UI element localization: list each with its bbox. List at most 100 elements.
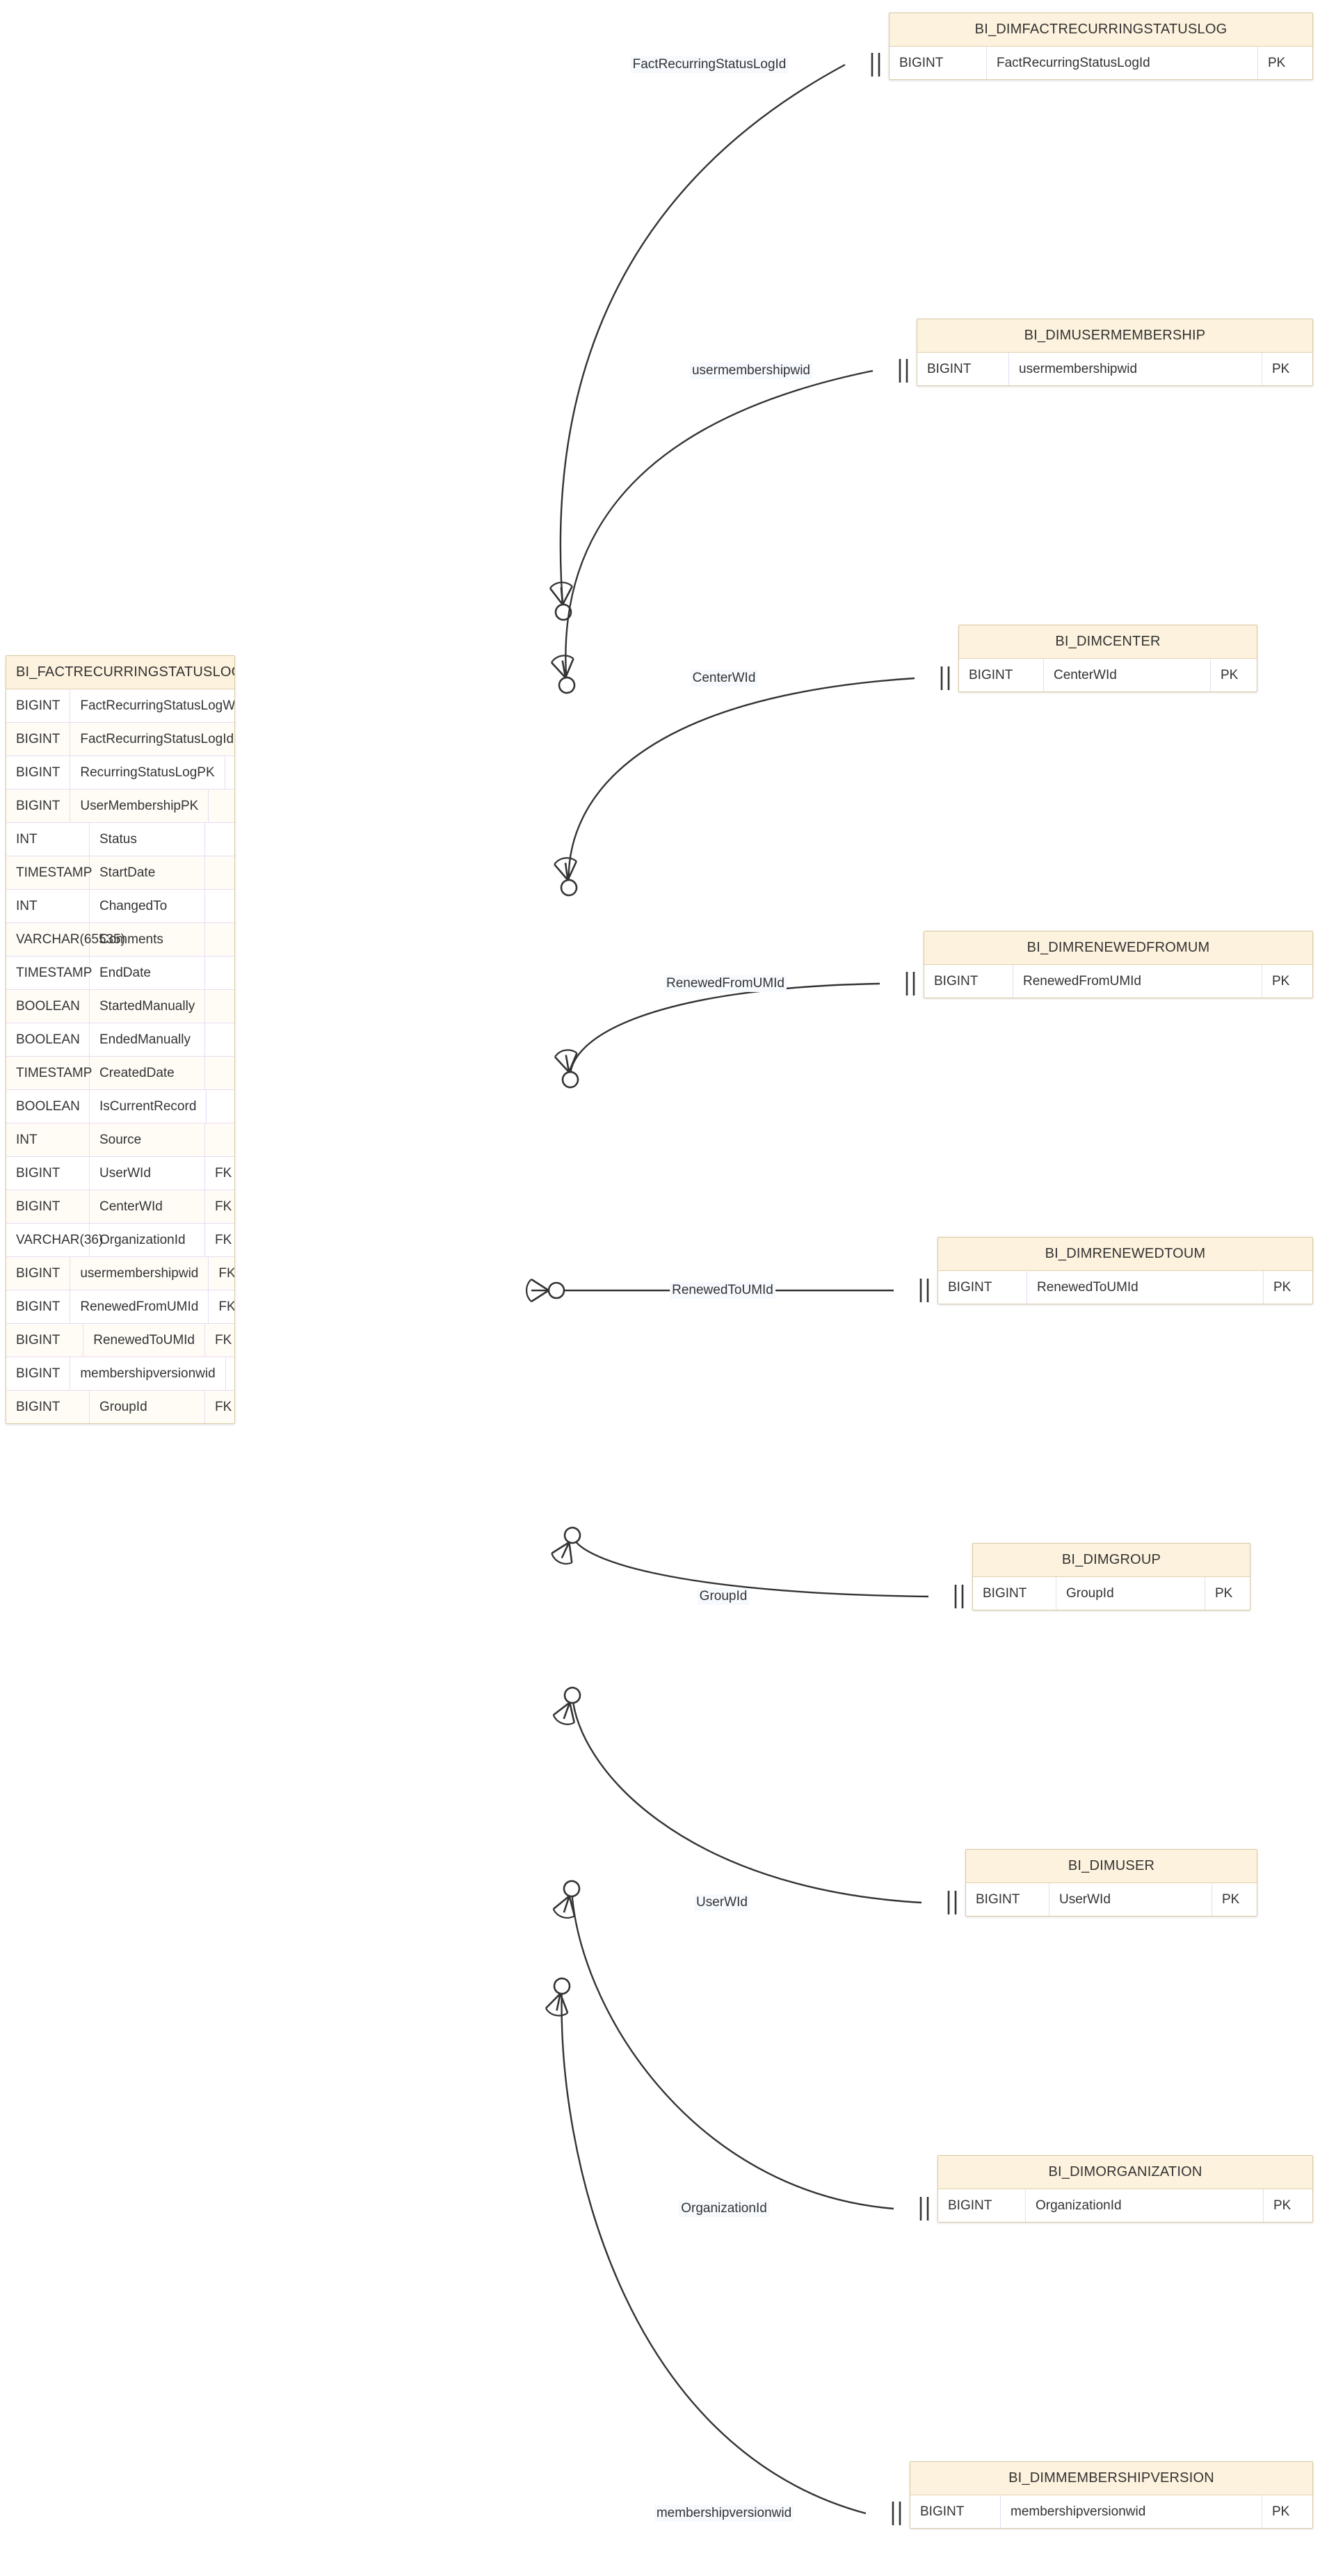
column-name: usermembershipwid <box>1009 353 1262 385</box>
relationship-label: RenewedFromUMId <box>664 975 787 992</box>
column-key <box>205 856 234 889</box>
column-type: BIGINT <box>917 353 1009 385</box>
column-name: FactRecurringStatusLogId <box>987 47 1258 79</box>
crowsfoot-exactly-one-marker <box>919 2197 929 2221</box>
column-type: BIGINT <box>6 756 71 789</box>
column-type: BIGINT <box>973 1577 1056 1610</box>
column-key: FK <box>215 1332 232 1347</box>
column-name: GroupId <box>1056 1577 1205 1610</box>
column-name: StartedManually <box>90 990 206 1023</box>
column-name: Source <box>90 1123 205 1156</box>
column-name: UserWId <box>1049 1883 1212 1916</box>
column-key: FK <box>215 1199 232 1214</box>
relationship-label: CenterWId <box>690 670 758 687</box>
column-name: RenewedFromUMId <box>70 1290 209 1323</box>
column-key: FK <box>215 1232 232 1247</box>
entity-title: BI_DIMUSERMEMBERSHIP <box>917 319 1312 353</box>
column-key <box>205 890 234 922</box>
column-key: PK <box>1272 2504 1290 2519</box>
column-key: PK <box>1221 667 1239 682</box>
entity-title: BI_DIMORGANIZATION <box>938 2156 1312 2189</box>
column-type: TIMESTAMP <box>6 856 92 889</box>
column-name: Comments <box>90 923 205 956</box>
column-type: BIGINT <box>6 689 71 722</box>
column-name: StartDate <box>90 856 205 889</box>
relationship-label: UserWId <box>694 1894 750 1911</box>
entity-title: BI_DIMUSER <box>966 1850 1257 1883</box>
column-type: BIGINT <box>6 1190 90 1223</box>
column-name: CreatedDate <box>90 1057 205 1089</box>
column-type: BIGINT <box>6 1257 71 1290</box>
column-key <box>207 1090 234 1123</box>
relationship-label: GroupId <box>697 1588 750 1605</box>
column-type: BOOLEAN <box>6 1023 90 1056</box>
table-row: BIGINTFactRecurringStatusLogWIDPK <box>6 689 234 722</box>
column-name: EndedManually <box>90 1023 205 1056</box>
column-key: PK <box>1273 1279 1291 1295</box>
entity-title: BI_FACTRECURRINGSTATUSLOG <box>6 656 234 689</box>
column-type: BIGINT <box>890 47 987 79</box>
column-key: FK <box>218 1299 235 1314</box>
connector-line <box>570 1888 894 2210</box>
column-type: BIGINT <box>6 1357 71 1390</box>
column-name: membershipversionwid <box>1001 2495 1262 2528</box>
column-type: BIGINT <box>6 1157 90 1190</box>
crowsfoot-zero-or-many-marker <box>552 1880 581 1919</box>
crowsfoot-exactly-one-marker <box>892 2502 901 2525</box>
column-name: RenewedToUMId <box>83 1324 205 1357</box>
crowsfoot-exactly-one-marker <box>871 53 880 77</box>
column-key <box>205 1057 234 1089</box>
column-key <box>205 990 234 1023</box>
relationship-connector <box>545 1977 901 2525</box>
column-name: OrganizationId <box>1026 2189 1264 2222</box>
column-type: INT <box>6 1123 90 1156</box>
relationship-label: RenewedToUMId <box>670 1282 775 1299</box>
column-type: BOOLEAN <box>6 990 90 1023</box>
crowsfoot-zero-or-many-marker <box>549 582 573 621</box>
column-type: VARCHAR(65535) <box>6 923 125 956</box>
crowsfoot-zero-or-many-marker <box>551 1526 581 1565</box>
relationship-label: usermembershipwid <box>689 362 813 379</box>
crowsfoot-zero-or-many-marker <box>551 655 576 694</box>
entity-title: BI_DIMCENTER <box>959 625 1257 659</box>
entity-title: BI_DIMGROUP <box>973 1544 1250 1577</box>
crowsfoot-exactly-one-marker <box>947 1891 957 1914</box>
column-type: BIGINT <box>924 965 1013 998</box>
crowsfoot-exactly-one-marker <box>940 666 950 690</box>
table-row: BIGINTmembershipversionwidFK <box>6 1357 234 1390</box>
crowsfoot-exactly-one-marker <box>899 359 908 383</box>
relationship-connector <box>549 53 880 621</box>
column-type: BIGINT <box>966 1883 1049 1916</box>
column-key: PK <box>1268 55 1286 70</box>
crowsfoot-exactly-one-marker <box>954 1585 964 1608</box>
column-type: TIMESTAMP <box>6 1057 92 1089</box>
entity-title: BI_DIMFACTRECURRINGSTATUSLOG <box>890 13 1312 47</box>
column-name: usermembershipwid <box>70 1257 209 1290</box>
column-name: FactRecurringStatusLogWID <box>70 689 234 722</box>
connector-line <box>559 63 846 613</box>
relationship-connector <box>551 1526 964 1608</box>
column-type: BIGINT <box>6 790 71 822</box>
